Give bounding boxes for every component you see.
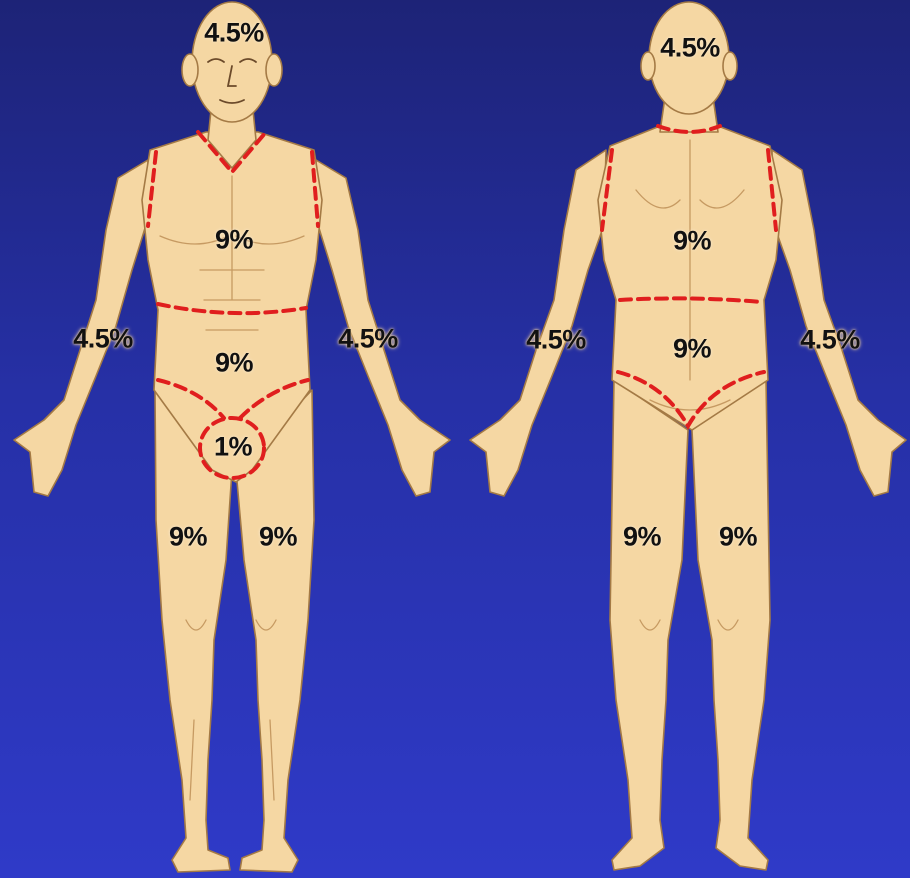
front-abdomen-label: 9%	[215, 348, 253, 379]
back-right-arm	[772, 150, 906, 496]
back-left-leg-label: 9%	[623, 522, 661, 553]
back-left-leg	[610, 380, 688, 870]
back-ear-left	[641, 52, 655, 80]
back-left-arm	[470, 150, 606, 496]
front-right-arm-label: 4.5%	[73, 324, 133, 355]
front-ear-left	[266, 54, 282, 86]
back-left-arm-label: 4.5%	[526, 325, 586, 356]
back-head-label: 4.5%	[660, 33, 720, 64]
back-upper-back-label: 9%	[673, 226, 711, 257]
front-right-leg-label: 9%	[169, 522, 207, 553]
back-right-leg	[692, 380, 770, 870]
back-figure	[470, 2, 906, 870]
back-right-leg-label: 9%	[719, 522, 757, 553]
front-left-arm-label: 4.5%	[338, 324, 398, 355]
front-chest-label: 9%	[215, 225, 253, 256]
back-lower-back-label: 9%	[673, 334, 711, 365]
front-left-leg-label: 9%	[259, 522, 297, 553]
front-genitals-label: 1%	[214, 432, 252, 463]
front-head-label: 4.5%	[204, 18, 264, 49]
back-right-arm-label: 4.5%	[800, 325, 860, 356]
back-ear-right	[723, 52, 737, 80]
front-ear-right	[182, 54, 198, 86]
